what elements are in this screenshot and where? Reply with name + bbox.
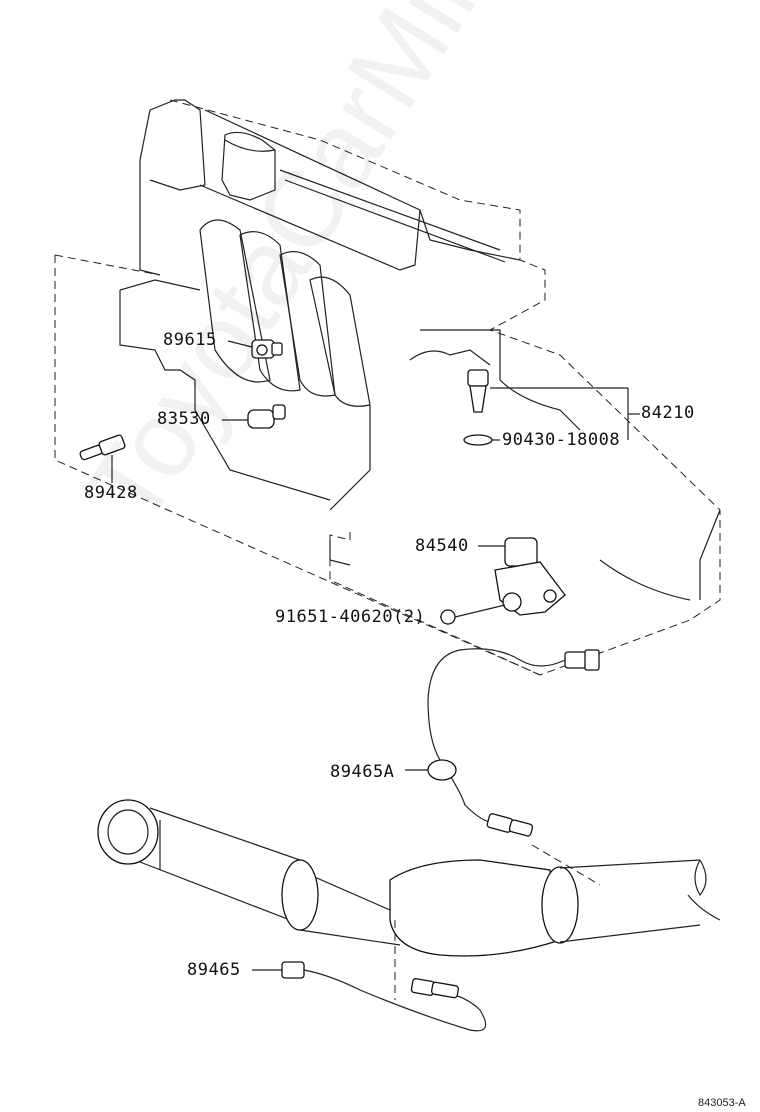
switch-84210-illustration <box>463 369 640 446</box>
sensor-84540-illustration <box>440 537 566 625</box>
callout-84210[interactable]: 84210 <box>641 403 695 423</box>
sensor-89428-illustration <box>79 434 126 483</box>
callout-90430-18008[interactable]: 90430-18008 <box>502 430 621 450</box>
switch-83530-illustration <box>222 404 286 429</box>
callout-89465a[interactable]: 89465A <box>330 762 395 782</box>
callout-89428[interactable]: 89428 <box>84 483 138 503</box>
callout-91651-40620[interactable]: 91651-40620(2) <box>275 607 426 627</box>
callout-89465[interactable]: 89465 <box>187 960 241 980</box>
oxygen-sensor-89465-illustration <box>252 961 487 1032</box>
engine-block <box>54 99 721 676</box>
sensor-89615-illustration <box>227 339 283 359</box>
callout-89615[interactable]: 89615 <box>163 330 217 350</box>
callout-83530[interactable]: 83530 <box>157 409 211 429</box>
exhaust-assembly <box>97 799 721 1000</box>
diagram-id: 843053-A <box>698 1097 746 1109</box>
oxygen-sensor-89465a-illustration <box>405 648 600 837</box>
callout-84540[interactable]: 84540 <box>415 536 469 556</box>
